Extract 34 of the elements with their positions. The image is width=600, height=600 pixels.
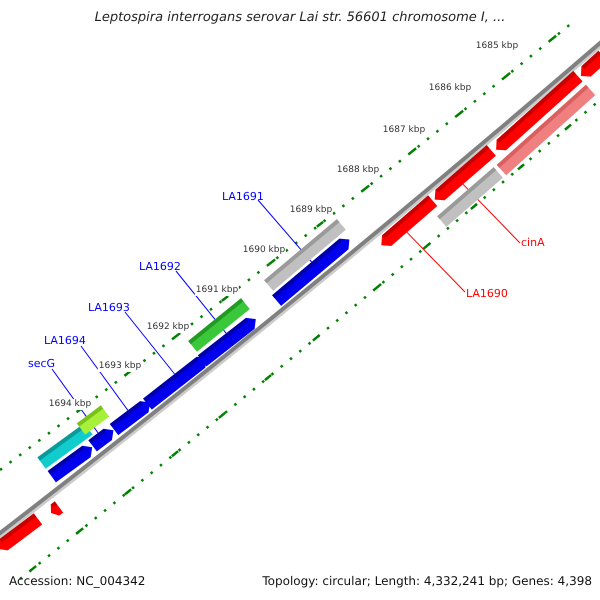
gene-label: LA1694 [44, 335, 86, 346]
tick-label: 1685 kbp [474, 41, 520, 52]
gene-label: LA1692 [139, 261, 181, 272]
gene-feature [580, 50, 600, 77]
gene-label: LA1691 [222, 191, 264, 202]
footer-text: Topology: circular; Length: 4,332,241 bp; Genes: 4,398 [262, 575, 592, 587]
gene-label: secG [28, 358, 56, 369]
leader-line [124, 312, 176, 374]
gene-label: cinA [521, 237, 545, 248]
gene-feature [143, 356, 207, 410]
gene-feature [48, 446, 92, 482]
tick-label: 1693 kbp [98, 361, 142, 372]
gene-feature [50, 501, 64, 516]
tick-label: 1688 kbp [336, 165, 380, 176]
gene-feature [88, 428, 114, 452]
gene-label: LA1690 [466, 288, 508, 299]
tick-label: 1694 kbp [48, 399, 92, 410]
tick-label: 1687 kbp [382, 125, 426, 136]
title: Leptospira interrogans serovar Lai str. 56601 chromosome I, ... [94, 11, 506, 24]
gene-label: LA1693 [88, 302, 130, 313]
gene-feature [381, 195, 438, 246]
tick-label: 1689 kbp [288, 205, 334, 216]
tick-label: 1691 kbp [194, 285, 240, 296]
feature-bar [496, 84, 596, 176]
tick-label: 1692 kbp [146, 322, 190, 333]
gene-feature [198, 318, 256, 366]
tick-label: 1686 kbp [428, 83, 472, 94]
footer-text: Accession: NC_004342 [9, 575, 146, 587]
leader-line [406, 232, 466, 292]
tick-label: 1690 kbp [242, 245, 286, 256]
feature-bar [437, 167, 503, 227]
gene-feature [0, 513, 42, 550]
leader-line [80, 346, 128, 411]
gene-feature [110, 401, 150, 436]
